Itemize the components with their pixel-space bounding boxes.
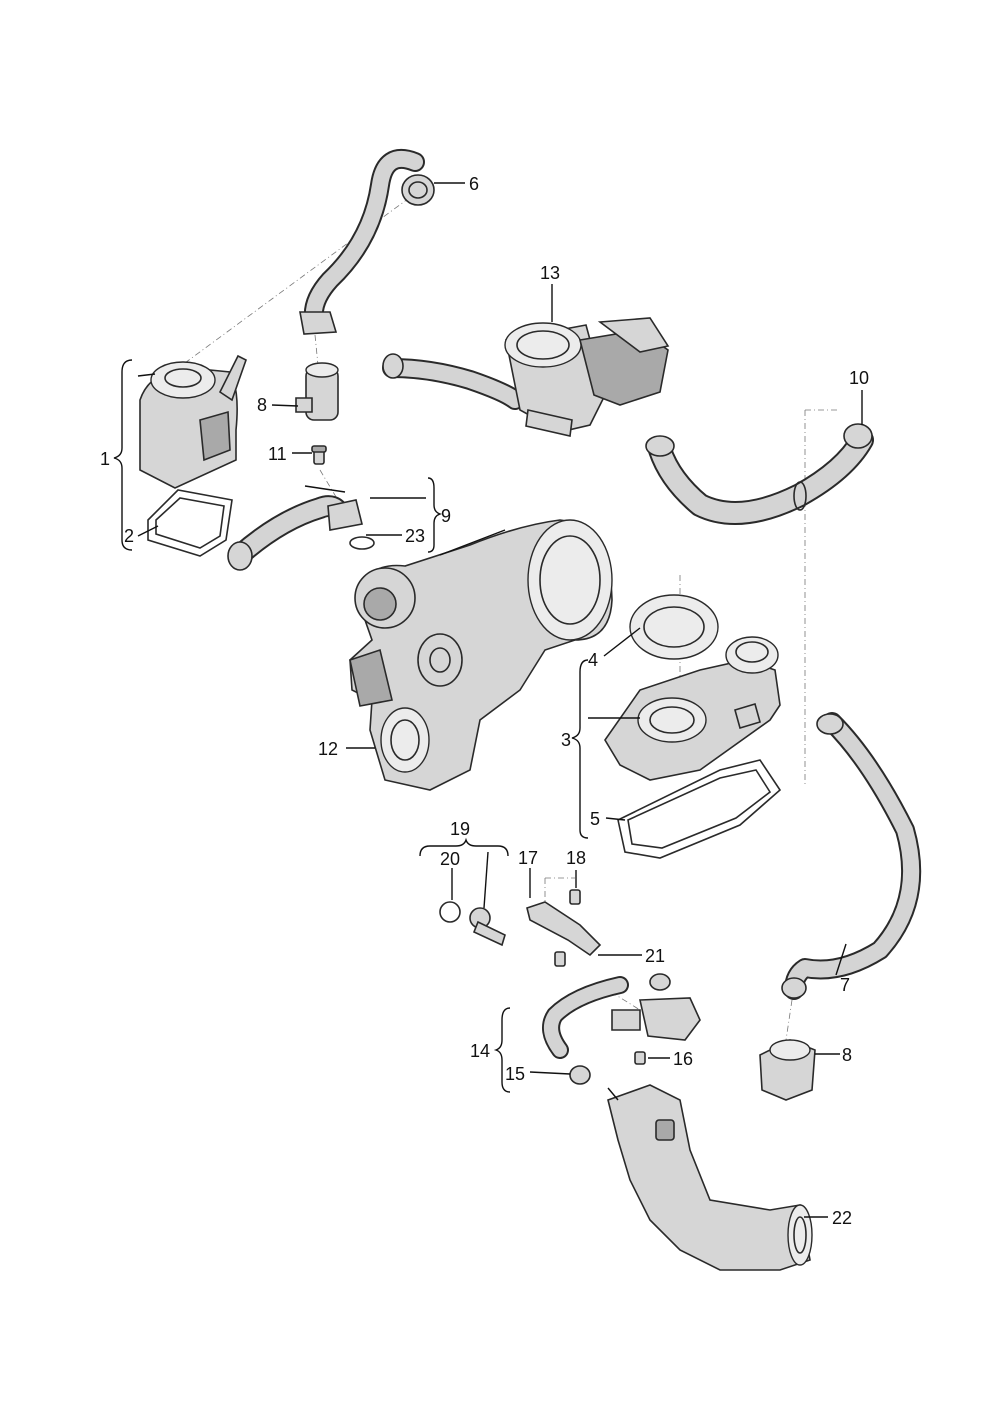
intake-elbow-13 <box>382 317 670 437</box>
hose-9 <box>227 485 363 571</box>
callout-21: 21 <box>645 946 665 966</box>
upper-left-hose <box>299 149 435 335</box>
callout-18: 18 <box>566 848 586 868</box>
intake-pipe-22 <box>607 1084 813 1271</box>
callout-8-lower: 8 <box>842 1045 852 1065</box>
turbocharger-12 <box>349 519 613 791</box>
callout-9: 9 <box>441 506 451 526</box>
callout-17: 17 <box>518 848 538 868</box>
callout-7: 7 <box>840 975 850 995</box>
callout-10: 10 <box>849 368 869 388</box>
leader-lines <box>137 182 863 1218</box>
seal-ring-4 <box>629 594 719 660</box>
callout-6: 6 <box>469 174 479 194</box>
braces <box>113 359 589 1093</box>
callout-1: 1 <box>100 449 110 469</box>
hose-7 <box>781 712 922 1000</box>
valve-housing-1 <box>139 354 247 489</box>
callout-11: 11 <box>268 444 287 464</box>
callout-14: 14 <box>470 1041 490 1061</box>
clamp-15 <box>569 1065 591 1085</box>
callout-20: 20 <box>440 849 460 869</box>
callout-13: 13 <box>540 263 560 283</box>
callout-2: 2 <box>124 526 134 546</box>
hose-10 <box>645 423 874 525</box>
valve-housing-3 <box>604 636 781 781</box>
o-ring-23 <box>349 536 375 550</box>
gasket-5 <box>617 759 782 859</box>
callout-5: 5 <box>590 809 600 829</box>
callout-23: 23 <box>405 526 425 546</box>
gasket-2 <box>147 489 233 557</box>
callout-16: 16 <box>673 1049 693 1069</box>
bolt-11 <box>311 445 327 465</box>
callout-12: 12 <box>318 739 338 759</box>
bracket-17 <box>526 889 602 967</box>
callout-22: 22 <box>832 1208 852 1228</box>
callout-4: 4 <box>588 650 598 670</box>
connector-8-lower <box>759 1039 816 1101</box>
callouts: 1 2 3 4 5 6 7 8 8 9 10 11 12 13 14 15 16… <box>100 174 869 1228</box>
vent-valve-14 <box>542 973 701 1065</box>
callout-15: 15 <box>505 1064 525 1084</box>
connector-8-upper <box>295 362 339 421</box>
callout-19: 19 <box>450 819 470 839</box>
callout-3: 3 <box>561 730 571 750</box>
sensor-group-19 <box>439 901 506 947</box>
callout-8-upper: 8 <box>257 395 267 415</box>
